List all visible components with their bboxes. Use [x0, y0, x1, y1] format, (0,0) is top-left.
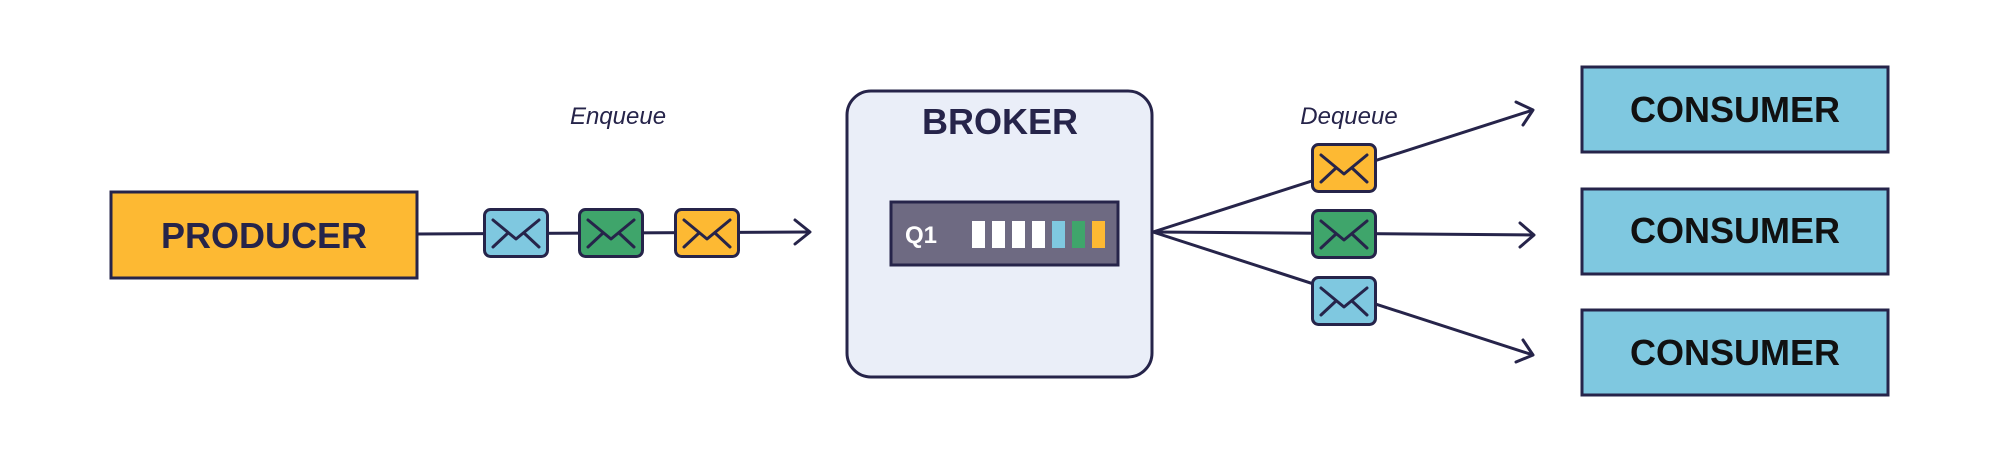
envelope-icon	[1311, 143, 1377, 193]
consumer-label: CONSUMER	[1630, 89, 1840, 130]
dequeue-label: Dequeue	[1300, 103, 1397, 130]
consumer-label: CONSUMER	[1630, 332, 1840, 373]
queue-slot	[972, 221, 985, 248]
consumer-node: CONSUMER	[1580, 187, 1890, 276]
consumer-node: CONSUMER	[1580, 308, 1890, 397]
queue-label: Q1	[905, 222, 937, 249]
queue-slot	[1032, 221, 1045, 248]
envelope-icon	[483, 208, 549, 258]
queue-message-blue	[1052, 221, 1065, 248]
queue-message-orange	[1092, 221, 1105, 248]
queue-q1: Q1	[889, 200, 1120, 267]
dequeue-arrowhead-top	[1514, 100, 1535, 127]
envelope-icon	[674, 208, 740, 258]
envelope-icon	[578, 208, 644, 258]
consumer-node: CONSUMER	[1580, 65, 1890, 154]
dequeue-arrowhead-middle	[1518, 221, 1536, 249]
envelope-icon	[1311, 276, 1377, 326]
dequeue-arrowhead-bottom	[1514, 338, 1535, 364]
broker-node: BROKER Q1	[845, 89, 1154, 379]
queue-message-green	[1072, 221, 1085, 248]
enqueue-label: Enqueue	[570, 103, 666, 130]
queue-slot	[1012, 221, 1025, 248]
broker-label: BROKER	[922, 101, 1078, 142]
enqueue-arrowhead	[793, 218, 812, 246]
consumer-label: CONSUMER	[1630, 210, 1840, 251]
envelope-icon	[1311, 209, 1377, 259]
producer-label: PRODUCER	[161, 215, 367, 256]
producer-node: PRODUCER	[109, 190, 419, 280]
queue-slot	[992, 221, 1005, 248]
